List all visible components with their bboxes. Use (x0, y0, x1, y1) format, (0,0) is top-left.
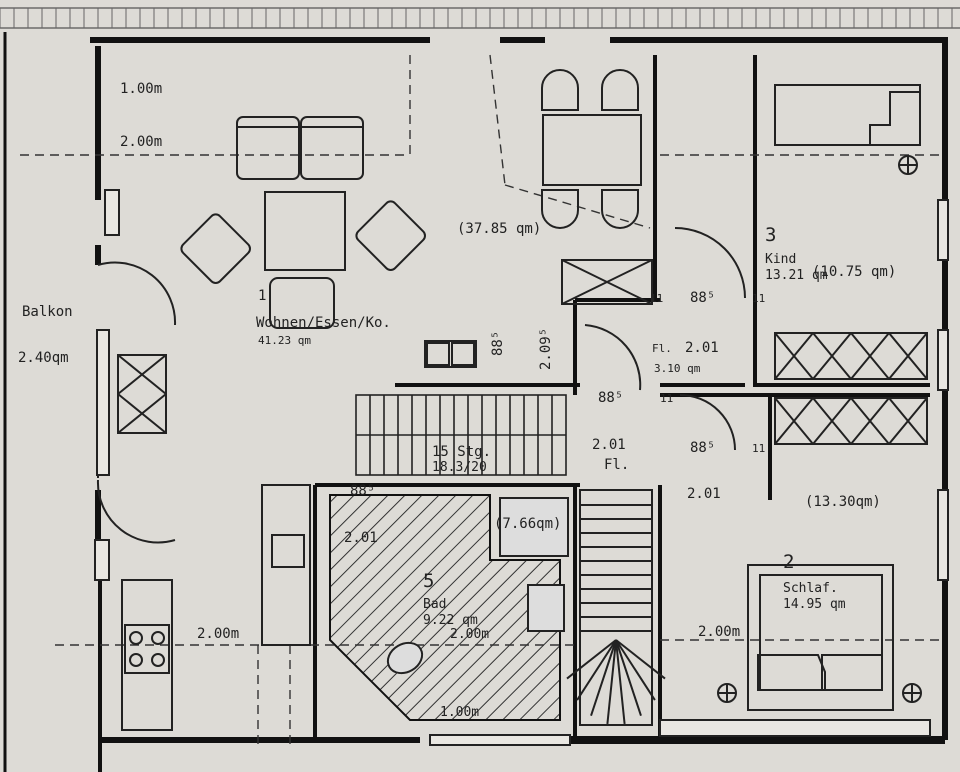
door-swings (96, 227, 746, 544)
kitchen-units (121, 484, 311, 731)
living-furniture (180, 116, 477, 368)
dining-set (541, 69, 642, 229)
winding-tread (566, 639, 617, 680)
dim-2-00m-top: 2.00m (120, 134, 162, 150)
dim-2-01-kind: 2.01 (685, 340, 719, 356)
dim-2-00m-kitchen: 2.00m (197, 626, 239, 642)
living-name: Wohnen/Essen/Ko. (256, 315, 391, 331)
dim-88-kind: 88⁵ (690, 290, 715, 306)
dim-88-stair: 88⁵ (490, 331, 506, 356)
bath-fixtures (386, 497, 569, 675)
balkon-area: 2.40qm (18, 350, 69, 366)
dim-2-01-hall: 2.01 (592, 437, 626, 453)
living-area: 41.23 qm (258, 334, 311, 347)
bad-number: 5 (423, 570, 434, 592)
dim-11-b: 11 (752, 292, 765, 305)
winding-tread (615, 639, 642, 717)
straight-stairs (355, 394, 567, 476)
fl-label-a: Fl. (652, 342, 672, 355)
kind-name: Kind (765, 252, 796, 267)
dining-area: (37.85 qm) (457, 221, 541, 237)
dim-11-c: 11 (660, 392, 673, 405)
schlaf-alt-area: (13.30qm) (805, 494, 881, 510)
wardrobes (117, 259, 928, 445)
kind-area: 13.21 qm (765, 268, 828, 283)
winding-stairs (566, 489, 666, 726)
dim-1-00m-top: 1.00m (120, 81, 162, 97)
kind-number: 3 (765, 224, 776, 246)
bad-alt-area: (7.66qm) (494, 516, 561, 532)
bad-area: 9.22 qm (423, 613, 478, 628)
balkon-name: Balkon (22, 304, 73, 320)
kid-bed (774, 84, 921, 175)
schlaf-area: 14.95 qm (783, 597, 846, 612)
fl-label-b: Fl. (604, 457, 629, 473)
winding-tread (615, 639, 656, 701)
dim-2-01-schlaf: 2.01 (687, 486, 721, 502)
winding-tread (615, 639, 666, 680)
winding-tread (615, 639, 626, 725)
dim-2-00m-bad: 2.00m (450, 627, 489, 642)
living-number: 1 (258, 288, 266, 304)
stairs-ratio: 18.3/20 (432, 460, 487, 475)
labels: 1.00m 2.00m (37.85 qm) Balkon 2.40qm 1 W… (18, 81, 896, 720)
dim-1-00m-bad: 1.00m (440, 705, 479, 720)
dim-2-00m-schlaf: 2.00m (698, 624, 740, 640)
dim-88-hall: 88⁵ (598, 390, 623, 406)
dim-11-d: 11 (752, 442, 765, 455)
double-bed (717, 564, 922, 711)
winding-tread (576, 639, 617, 701)
schlaf-number: 2 (783, 551, 794, 573)
winding-tread (606, 639, 617, 725)
dim-88-bad: 88⁵ (350, 483, 375, 499)
winding-tread (590, 639, 617, 717)
dim-3-10: 3.10 qm (654, 362, 701, 375)
dim-11-a: 11 (650, 292, 663, 305)
roof-edge-ticks (0, 7, 960, 29)
bad-name: Bad (423, 597, 446, 612)
windows (94, 189, 949, 746)
dim-2-09-stair: 2.09⁵ (538, 328, 554, 370)
stairs-label: 15 Stg. (432, 444, 491, 460)
dim-2-01-bad: 2.01 (344, 530, 378, 546)
dim-88-schlaf: 88⁵ (690, 440, 715, 456)
schlaf-name: Schlaf. (783, 581, 838, 596)
kind-alt-area: (10.75 qm) (812, 264, 896, 280)
